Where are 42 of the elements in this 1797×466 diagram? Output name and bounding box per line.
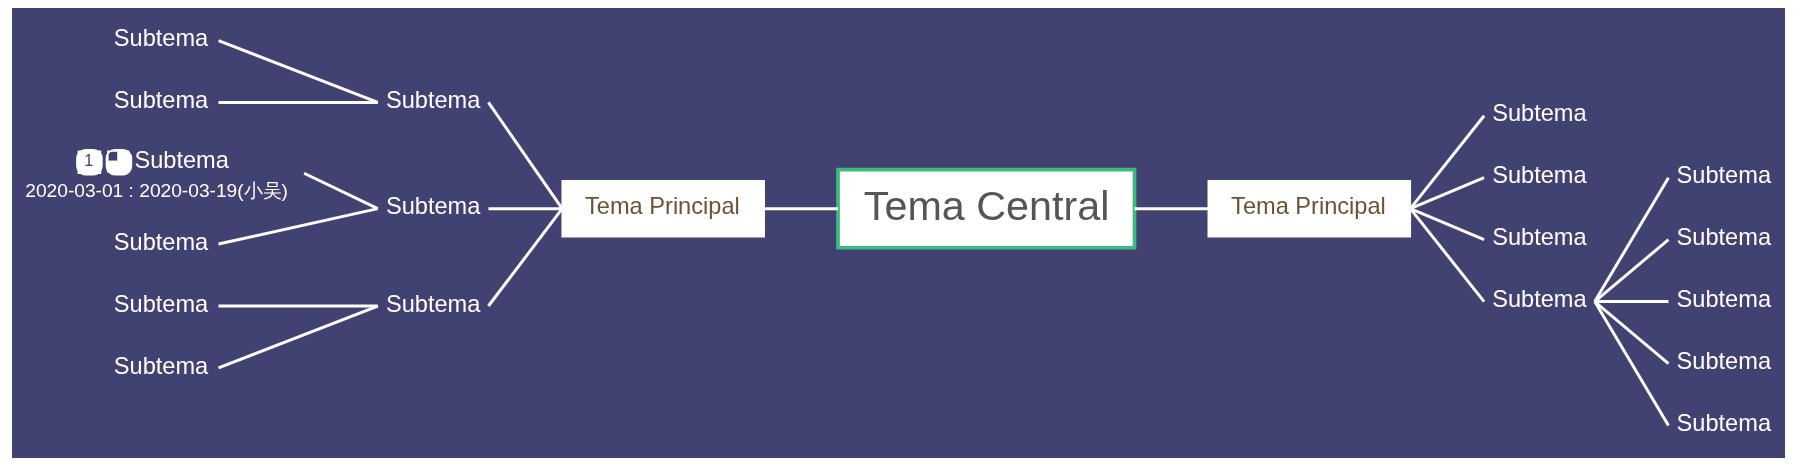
- connector: [217, 39, 379, 104]
- connector: [1593, 300, 1670, 365]
- node-text: Subtema: [385, 193, 481, 220]
- node-text: Subtema: [1676, 224, 1772, 251]
- connector: [1593, 238, 1670, 303]
- connector: [1593, 176, 1670, 303]
- node-text: Subtema: [1492, 100, 1587, 127]
- connector: [218, 101, 378, 104]
- connector: [217, 304, 379, 370]
- connector: [488, 207, 563, 211]
- node-text: Subtema: [113, 352, 209, 379]
- node-text: Subtema: [1676, 410, 1772, 437]
- connector: [1593, 300, 1670, 427]
- node-text: Subtema: [1676, 162, 1772, 189]
- node-text: Subtema: [385, 87, 481, 114]
- node-text: Subtema: [113, 87, 209, 114]
- node-text: Subtema: [385, 290, 481, 317]
- connector: [1594, 300, 1669, 304]
- node-text: Subtema: [1492, 162, 1587, 189]
- connector: [1409, 176, 1485, 210]
- node-text: Subtema: [1492, 224, 1587, 251]
- connector: [1409, 207, 1486, 303]
- node-text: Subtema: [1492, 286, 1587, 313]
- connector: [1134, 207, 1209, 211]
- node-text: Subtema: [113, 290, 209, 317]
- connector: [1409, 114, 1486, 210]
- node-box: Tema Principal: [1207, 179, 1412, 238]
- connector: [303, 171, 379, 210]
- node-label: Subtema: [134, 146, 229, 173]
- node-text: Subtema: [1676, 286, 1772, 313]
- node-text: Subtema: [1676, 348, 1772, 375]
- node-box: Tema Central: [836, 167, 1137, 250]
- connector: [487, 207, 564, 307]
- connector: [764, 207, 838, 211]
- node-box: Tema Principal: [561, 179, 765, 238]
- node-text: Subtema: [113, 25, 209, 52]
- connector: [218, 304, 378, 308]
- connector: [487, 101, 564, 210]
- connector: [218, 207, 379, 246]
- node-text: Subtema: [113, 228, 209, 255]
- connector: [1409, 207, 1485, 241]
- node-label: 2020-03-01 : 2020-03-19(小吴): [25, 180, 288, 202]
